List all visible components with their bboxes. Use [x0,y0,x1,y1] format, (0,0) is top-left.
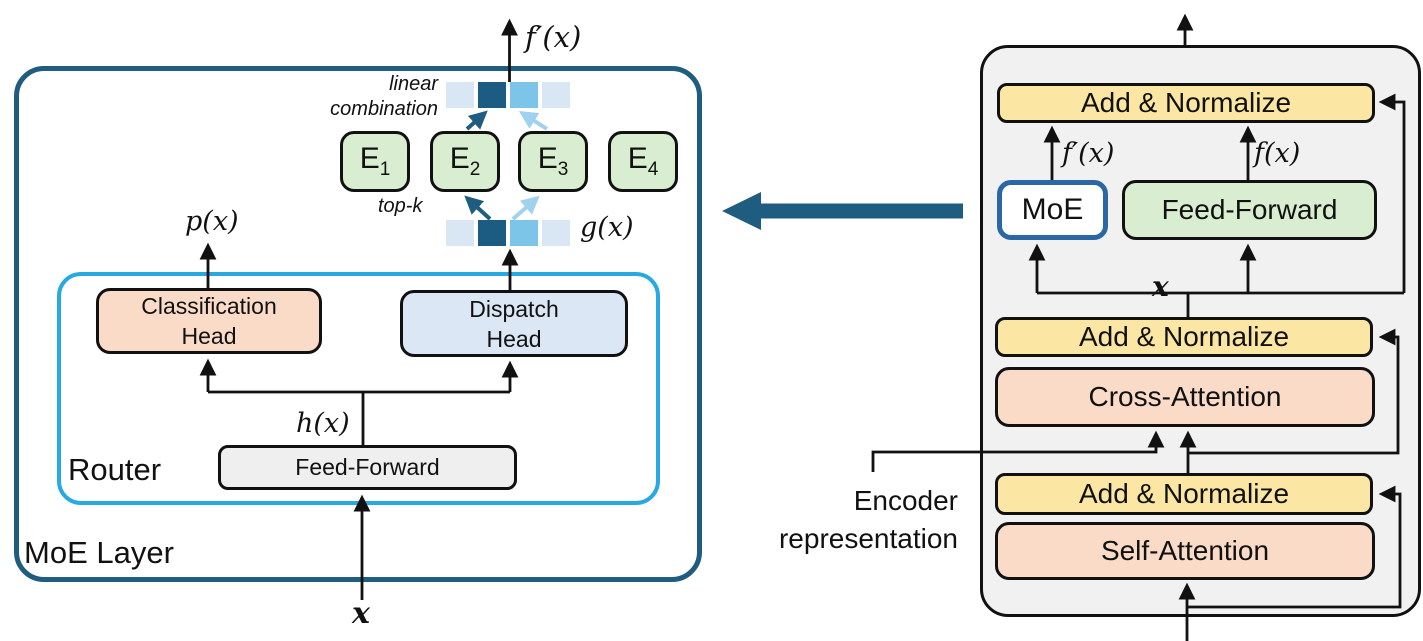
classification-head-box: Classification Head [96,288,322,354]
moe-box: MoE [997,180,1108,240]
expert-1-box: E1 [340,131,410,192]
f-prime-x-label-right: f′(x) [1062,138,1115,169]
f-prime-x-label-left: f′(x) [525,20,582,54]
gate-vector [446,220,570,246]
h-x-label: h(x) [296,408,350,439]
expert-2-label: E2 [449,142,481,180]
feed-forward-box: Feed-Forward [1122,180,1377,240]
cross-attention-box: Cross-Attention [995,367,1375,427]
top-k-label: top-k [378,195,423,217]
x-input-label-left: x [352,596,370,631]
g-x-label: g(x) [580,212,634,243]
vector-cell [446,82,474,108]
vector-cell [446,220,474,246]
add-normalize-bottom-box: Add & Normalize [995,473,1373,515]
dispatch-head-box: Dispatch Head [400,290,628,357]
vector-cell [542,82,570,108]
router-label: Router [68,452,162,487]
add-normalize-middle-box: Add & Normalize [995,317,1373,357]
vector-cell [478,82,506,108]
x-label-right: x [1152,270,1169,303]
self-attention-box: Self-Attention [995,522,1375,580]
vector-cell [542,220,570,246]
encoder-representation-label: Encoder representation [778,485,958,554]
expert-2-box: E2 [430,131,500,192]
vector-cell [510,82,538,108]
moe-layer-label: MoE Layer [24,535,174,570]
expert-1-label: E1 [359,142,391,180]
expert-3-box: E3 [518,131,588,192]
vector-cell [510,220,538,246]
add-normalize-top-box: Add & Normalize [997,83,1375,123]
moe-layer-box [14,66,702,582]
moe-expansion-arrow [722,192,963,230]
vector-cell [478,220,506,246]
f-x-label: f(x) [1254,138,1301,169]
combination-vector [446,82,570,108]
expert-3-label: E3 [537,142,569,180]
expert-4-box: E4 [608,131,678,192]
expert-4-label: E4 [627,142,659,180]
p-x-label: p(x) [185,206,239,237]
router-feed-forward-box: Feed-Forward [218,445,517,490]
linear-combination-label: linear combination [330,73,438,120]
